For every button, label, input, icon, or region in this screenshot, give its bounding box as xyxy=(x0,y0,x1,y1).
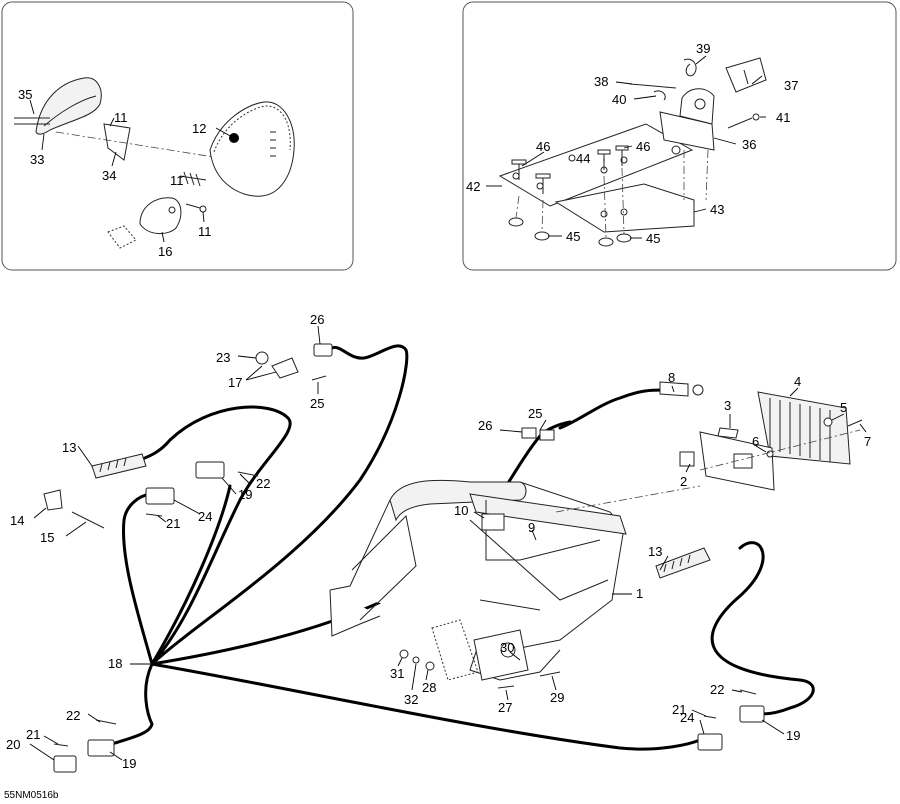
callout: 16 xyxy=(158,244,172,259)
callout: 24 xyxy=(198,509,212,524)
callout: 32 xyxy=(404,692,418,707)
callout: 28 xyxy=(422,680,436,695)
callout: 9 xyxy=(528,520,535,535)
callout: 45 xyxy=(566,229,580,244)
panel-plate-bracket xyxy=(462,1,897,271)
callout: 46 xyxy=(536,139,550,154)
callout: 12 xyxy=(192,121,206,136)
callout: 25 xyxy=(310,396,324,411)
callout: 6 xyxy=(752,434,759,449)
callout: 34 xyxy=(102,168,116,183)
callout: 41 xyxy=(776,110,790,125)
panel-handguard xyxy=(1,1,354,271)
callout: 44 xyxy=(576,151,590,166)
callout: 19 xyxy=(786,728,800,743)
callout: 38 xyxy=(594,74,608,89)
callout: 46 xyxy=(636,139,650,154)
callout: 18 xyxy=(108,656,122,671)
callout-labels: 35 33 34 11 12 11 11 16 39 38 37 40 41 3… xyxy=(4,41,871,801)
callout: 36 xyxy=(742,137,756,152)
callout: 21 xyxy=(672,702,686,717)
callout: 26 xyxy=(478,418,492,433)
callout: 17 xyxy=(228,375,242,390)
callout: 24 xyxy=(680,710,694,725)
reference-code: 55NM0516b xyxy=(4,790,59,801)
callout: 30 xyxy=(500,640,514,655)
callout: 39 xyxy=(696,41,710,56)
callout: 35 xyxy=(18,87,32,102)
callout: 11 xyxy=(198,224,212,239)
callout: 13 xyxy=(648,544,662,559)
callout: 27 xyxy=(498,700,512,715)
callout: 14 xyxy=(10,513,24,528)
callout: 19 xyxy=(238,487,252,502)
callout: 23 xyxy=(216,350,230,365)
callout: 3 xyxy=(724,398,731,413)
callout: 31 xyxy=(390,666,404,681)
callout: 25 xyxy=(528,406,542,421)
callout: 11 xyxy=(114,110,128,125)
callout: 11 xyxy=(170,173,184,188)
callout: 26 xyxy=(310,312,324,327)
callout: 29 xyxy=(550,690,564,705)
callout: 21 xyxy=(166,516,180,531)
callout: 45 xyxy=(646,231,660,246)
callout: 19 xyxy=(122,756,136,771)
rear-frame xyxy=(329,381,867,735)
callout: 22 xyxy=(710,682,724,697)
callout: 42 xyxy=(466,179,480,194)
wiring-harness xyxy=(29,325,815,773)
callout: 13 xyxy=(62,440,76,455)
callout: 8 xyxy=(668,370,675,385)
callout: 37 xyxy=(784,78,798,93)
callout: 22 xyxy=(66,708,80,723)
callout: 33 xyxy=(30,152,44,167)
callout: 5 xyxy=(840,400,847,415)
callout: 43 xyxy=(710,202,724,217)
callout: 40 xyxy=(612,92,626,107)
callout: 2 xyxy=(680,474,687,489)
callout: 1 xyxy=(636,586,643,601)
callout: 22 xyxy=(256,476,270,491)
callout: 21 xyxy=(26,727,40,742)
callout: 20 xyxy=(6,737,20,752)
callout: 7 xyxy=(864,434,871,449)
callout: 4 xyxy=(794,374,801,389)
callout: 10 xyxy=(454,503,468,518)
callout: 15 xyxy=(40,530,54,545)
